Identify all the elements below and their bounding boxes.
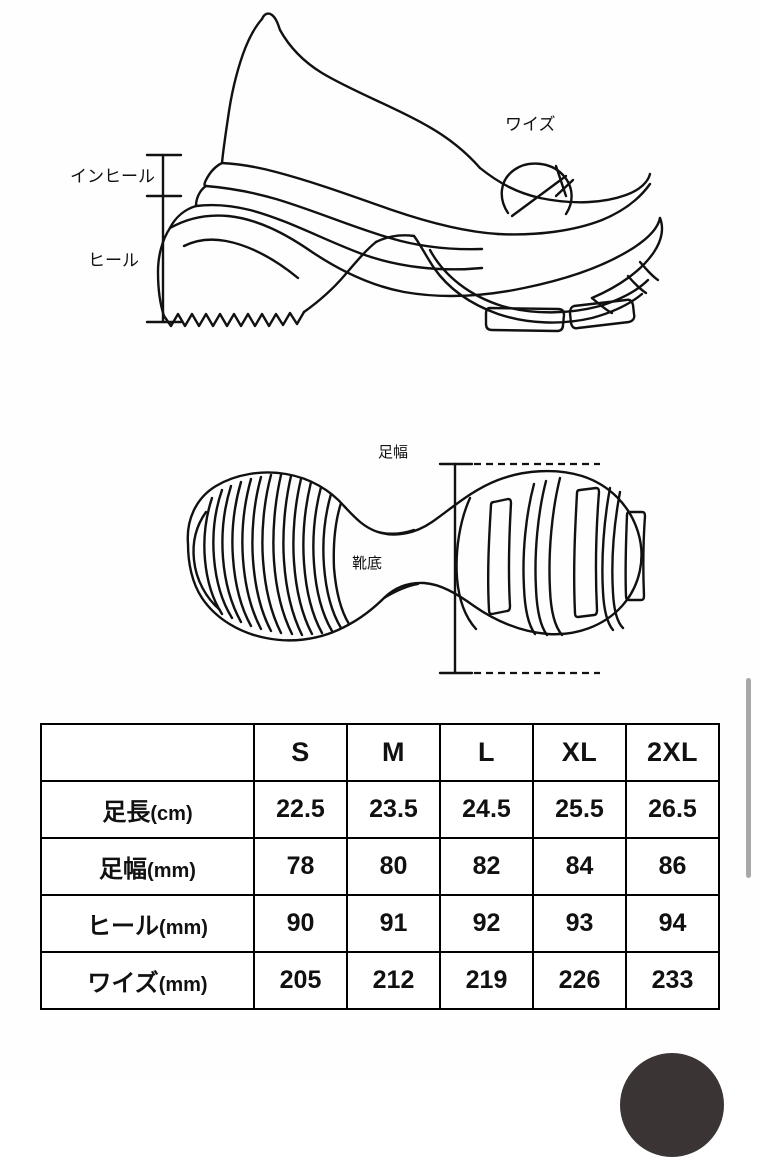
cell-foot-width-xl: 84 [532,837,627,896]
row-label-unit: (cm) [150,803,193,825]
row-label-text: 足長 [102,798,151,826]
cell-foot-width-m: 80 [346,837,441,896]
cell-foot-width-2xl: 86 [625,837,720,896]
cell-foot-length-2xl: 26.5 [625,780,720,839]
column-header-s: S [253,723,348,782]
row-label-text: ワイズ [87,969,159,997]
table-row: 足幅(mm) 78 80 82 84 86 [40,837,720,896]
shoe-sole-view-diagram: 足幅 靴底 [0,420,759,710]
row-label-unit: (mm) [159,917,208,939]
cell-wise-s: 205 [253,951,348,1010]
column-header-l: L [439,723,534,782]
cell-wise-l: 219 [439,951,534,1010]
column-header-m: M [346,723,441,782]
cell-heel-l: 92 [439,894,534,953]
size-chart-table: S M L XL 2XL 足長(cm) 22.5 23.5 24.5 25.5 … [40,723,720,1010]
vertical-scrollbar-track[interactable] [743,0,759,1080]
cell-heel-xl: 93 [532,894,627,953]
cell-foot-width-l: 82 [439,837,534,896]
table-corner-cell [40,723,255,782]
cell-foot-length-m: 23.5 [346,780,441,839]
row-label-heel: ヒール(mm) [40,894,255,953]
table-row: 足長(cm) 22.5 23.5 24.5 25.5 26.5 [40,780,720,839]
cell-foot-width-s: 78 [253,837,348,896]
cell-heel-2xl: 94 [625,894,720,953]
row-label-unit: (mm) [147,860,196,882]
cell-foot-length-xl: 25.5 [532,780,627,839]
row-label-foot-width: 足幅(mm) [40,837,255,896]
label-foot-width: 足幅 [378,443,408,461]
vertical-scrollbar-thumb[interactable] [746,678,751,878]
row-label-text: 足幅 [99,855,148,883]
shoe-side-view-diagram: インヒール ヒール ワイズ [0,0,759,380]
cell-wise-m: 212 [346,951,441,1010]
cell-heel-s: 90 [253,894,348,953]
row-label-unit: (mm) [158,974,208,996]
label-sole: 靴底 [352,554,382,572]
row-label-foot-length: 足長(cm) [40,780,255,839]
size-chart-table-container: S M L XL 2XL 足長(cm) 22.5 23.5 24.5 25.5 … [40,723,720,1010]
label-wise: ワイズ [505,115,556,135]
table-row: ヒール(mm) 90 91 92 93 94 [40,894,720,953]
cell-heel-m: 91 [346,894,441,953]
table-header-row: S M L XL 2XL [40,723,720,782]
table-row: ワイズ(mm) 205 212 219 226 233 [40,951,720,1010]
column-header-xl: XL [532,723,627,782]
cell-wise-2xl: 233 [625,951,720,1010]
row-label-wise: ワイズ(mm) [40,951,255,1010]
cell-wise-xl: 226 [532,951,627,1010]
column-header-2xl: 2XL [625,723,720,782]
row-label-text: ヒール [87,912,160,940]
label-in-heel: インヒール [70,167,155,187]
floating-action-button[interactable] [620,1053,724,1157]
label-heel: ヒール [88,251,139,271]
cell-foot-length-s: 22.5 [253,780,348,839]
cell-foot-length-l: 24.5 [439,780,534,839]
